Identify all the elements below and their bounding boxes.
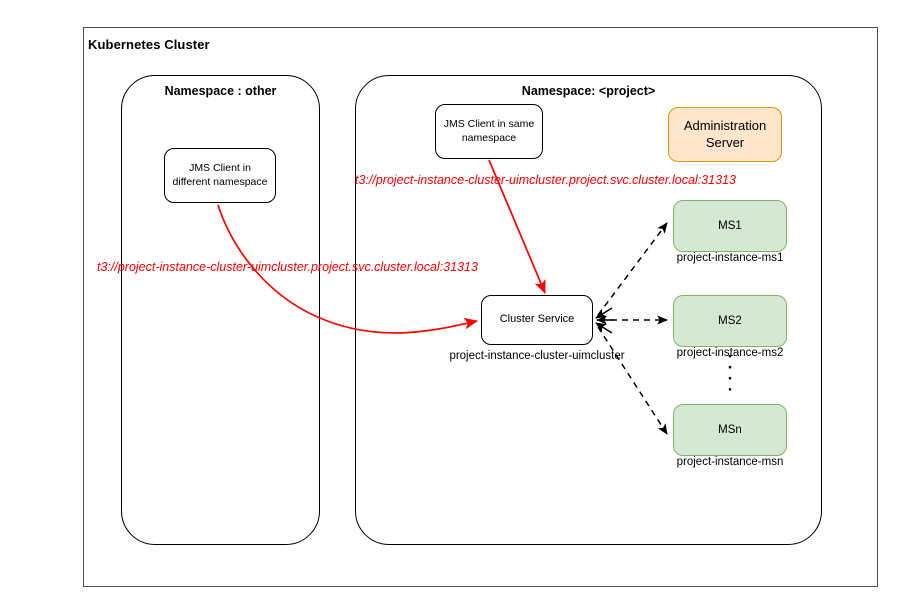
page-title: Kubernetes Cluster [88,37,210,52]
node-ms2[interactable]: MS2 [673,295,787,347]
caption-cluster-service: project-instance-cluster-uimcluster [449,350,625,362]
caption-ms1: project-instance-ms1 [676,252,784,264]
caption-ms2: project-instance-ms2 [676,347,784,359]
namespace-project-label: Namespace: <project> [521,84,656,98]
node-msn[interactable]: MSn [673,404,787,456]
node-administration-server[interactable]: Administration Server [668,107,782,162]
annotation-url-same-namespace: t3://project-instance-cluster-uimcluster… [355,173,736,187]
node-jms-client-same-namespace[interactable]: JMS Client in same namespace [435,104,543,159]
node-cluster-service[interactable]: Cluster Service [481,295,593,345]
node-jms-client-different-namespace[interactable]: JMS Client in different namespace [164,148,276,203]
node-ms1[interactable]: MS1 [673,200,787,252]
annotation-url-different-namespace: t3://project-instance-cluster-uimcluster… [97,260,478,274]
namespace-other-label: Namespace : other [164,84,277,98]
caption-msn: project-instance-msn [676,456,784,468]
namespace-other-container [121,75,320,545]
